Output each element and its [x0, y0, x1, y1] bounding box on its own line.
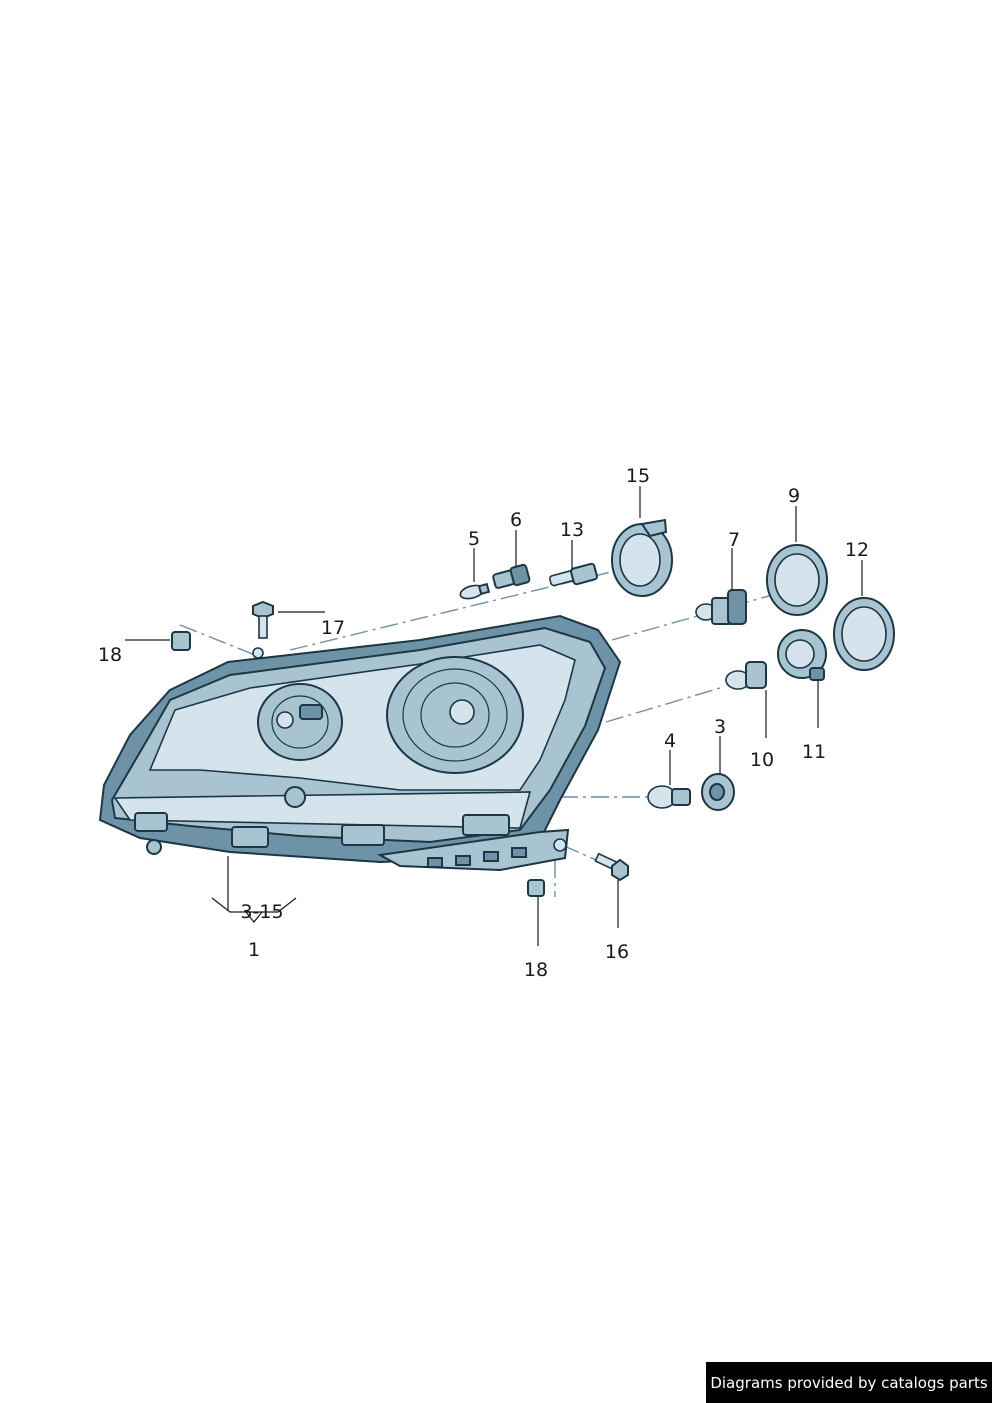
screw-16	[594, 852, 629, 882]
callout-16: 16	[605, 941, 629, 963]
callout-10: 10	[750, 749, 774, 771]
callout-5: 5	[468, 528, 480, 550]
callout-18-bottom: 18	[524, 959, 548, 981]
callout-13: 13	[560, 519, 584, 541]
clip-nut-18-left	[171, 631, 191, 651]
cap-12	[833, 597, 895, 671]
bulb-holder-13	[549, 562, 598, 587]
callouts: 15 9 6 13 5 7 12 17 18 3 4 11 10 3-15 1 …	[98, 465, 869, 981]
seal-ring-15	[611, 518, 673, 597]
cap-9	[766, 544, 828, 616]
low-beam-reflector	[386, 656, 524, 774]
clip-nut-18-bottom	[527, 879, 545, 897]
callout-9: 9	[788, 485, 800, 507]
callout-17: 17	[321, 617, 345, 639]
bulb-5	[459, 582, 491, 600]
callout-18-left: 18	[98, 644, 122, 666]
headlight-housing	[98, 614, 622, 872]
bulb-socket-6	[492, 563, 531, 589]
callout-15: 15	[626, 465, 650, 487]
callout-1: 1	[248, 939, 260, 961]
mounting-bracket	[376, 828, 570, 872]
callout-4: 4	[664, 730, 676, 752]
footer-text: Diagrams provided by catalogs parts	[710, 1373, 988, 1392]
bulb-10	[725, 661, 767, 690]
callout-3-15: 3-15	[240, 901, 283, 923]
callout-12: 12	[845, 539, 869, 561]
callout-3: 3	[714, 716, 726, 738]
housing-clips	[134, 786, 510, 855]
high-beam-reflector	[257, 683, 343, 761]
socket-3	[701, 773, 735, 811]
halogen-bulb-7	[695, 589, 747, 625]
bulb-holder-11	[777, 629, 827, 681]
leader-lines	[125, 486, 863, 946]
bulb-4	[647, 785, 691, 809]
footer-banner: Diagrams provided by catalogs parts	[706, 1362, 992, 1403]
callout-6: 6	[510, 509, 522, 531]
callout-11: 11	[802, 741, 826, 763]
callout-7: 7	[728, 529, 740, 551]
screw-17	[252, 600, 274, 639]
